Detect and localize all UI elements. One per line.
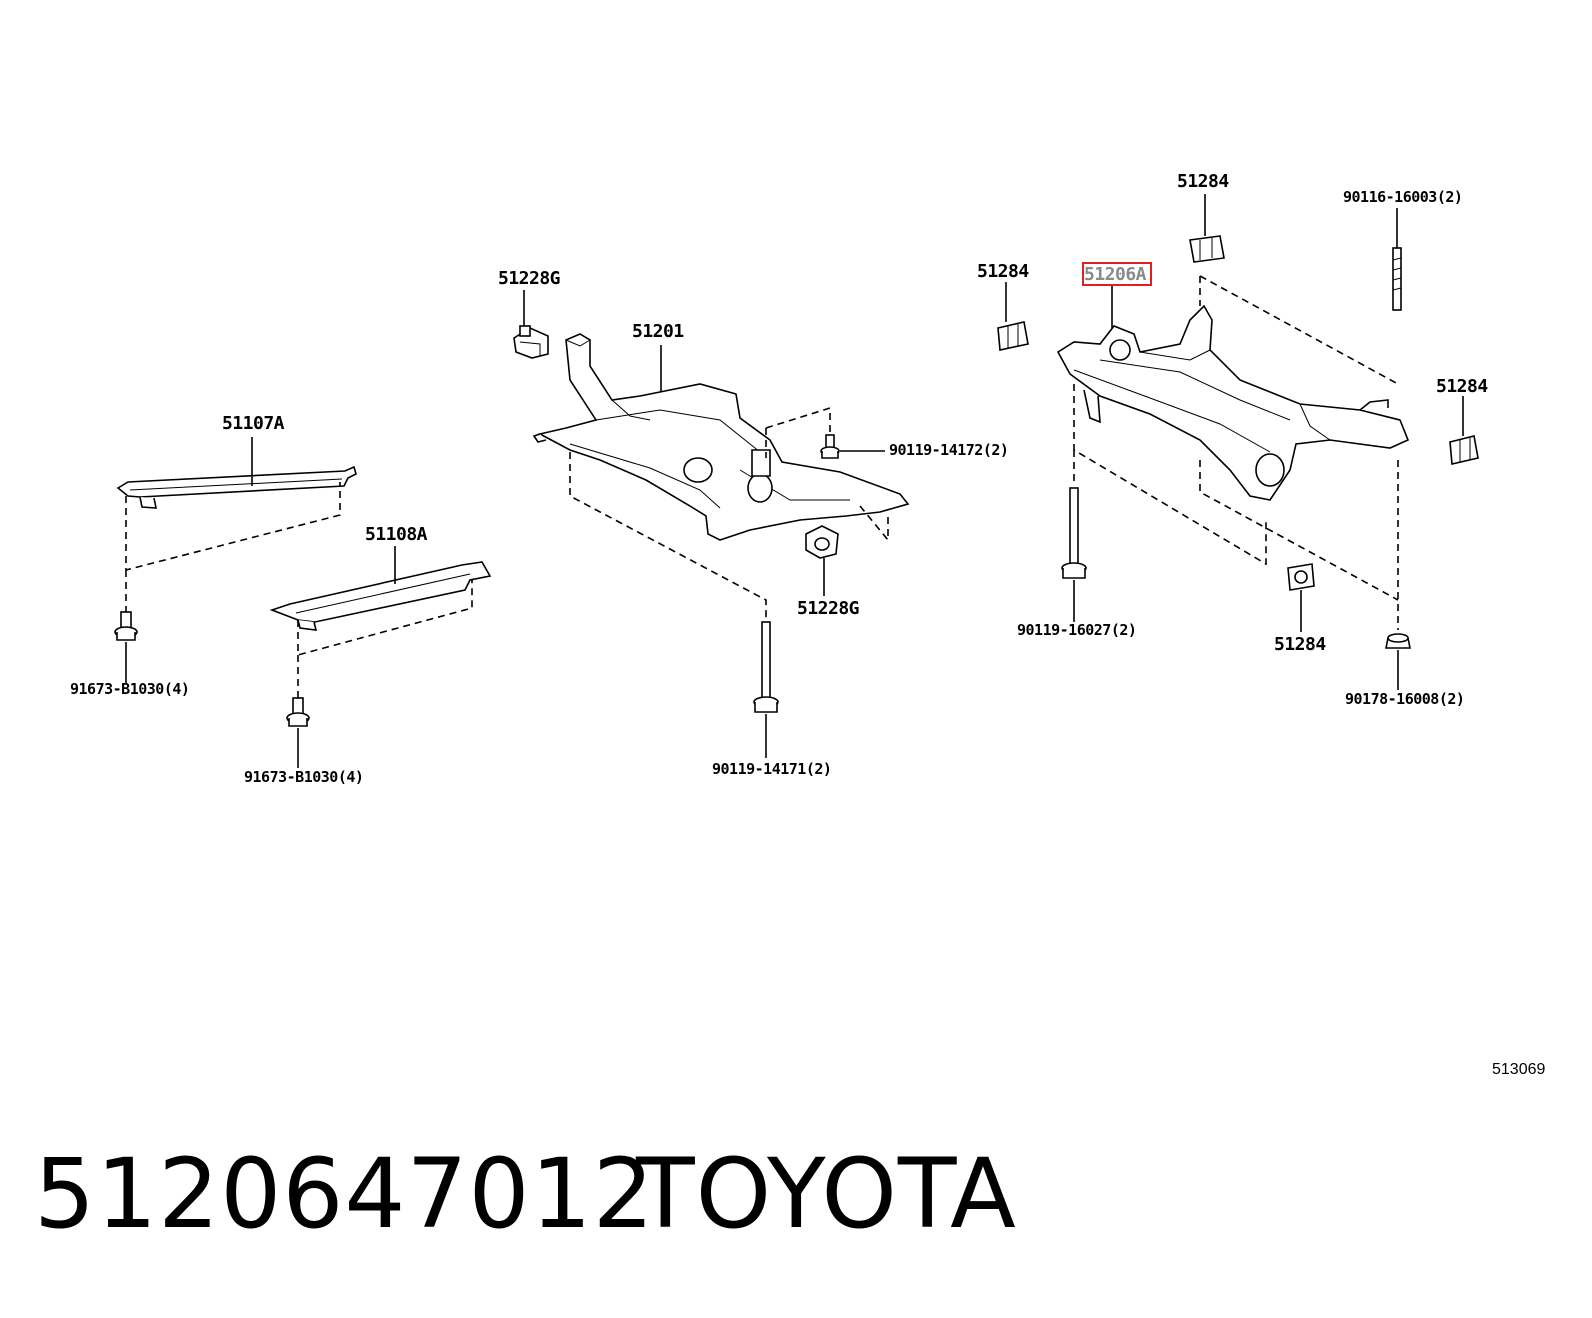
- clip-51284-left[interactable]: [997, 321, 1029, 351]
- nut-90178-16008[interactable]: [1385, 633, 1411, 649]
- stud-90116-16003[interactable]: [1392, 247, 1402, 311]
- bolt-91673-a[interactable]: [114, 611, 138, 641]
- label-90119-14171[interactable]: 90119-14171(2): [712, 760, 832, 778]
- highlight-box: [1082, 262, 1152, 286]
- label-90119-14172[interactable]: 90119-14172(2): [889, 441, 1009, 459]
- label-90178-16008[interactable]: 90178-16008(2): [1345, 690, 1465, 708]
- bolt-90119-16027[interactable]: [1061, 487, 1087, 579]
- clip-51284-top[interactable]: [1189, 235, 1225, 263]
- label-90116-16003[interactable]: 90116-16003(2): [1343, 188, 1463, 206]
- label-51206a[interactable]: 51206A: [1084, 264, 1147, 285]
- label-51201[interactable]: 51201: [632, 321, 684, 342]
- label-51284-top[interactable]: 51284: [1177, 171, 1229, 192]
- label-91673-b1030-a[interactable]: 91673-B1030(4): [70, 680, 190, 698]
- footer-brand: TOYOTA: [636, 1138, 1017, 1250]
- bar-51108a[interactable]: [269, 561, 492, 631]
- label-51107a[interactable]: 51107A: [222, 413, 285, 434]
- clip-51284-bottom[interactable]: [1287, 563, 1315, 591]
- label-91673-b1030-b[interactable]: 91673-B1030(4): [244, 768, 364, 786]
- crossmember-51201[interactable]: [532, 333, 910, 541]
- label-51284-right[interactable]: 51284: [1436, 376, 1488, 397]
- crossmember-51206a[interactable]: [1056, 304, 1410, 501]
- bushing-51228g-top[interactable]: [513, 325, 549, 359]
- label-51284-bottom[interactable]: 51284: [1274, 634, 1326, 655]
- label-90119-16027[interactable]: 90119-16027(2): [1017, 621, 1137, 639]
- bar-51107a[interactable]: [116, 465, 357, 509]
- diagram-code: 513069: [1492, 1061, 1546, 1078]
- clip-51284-right[interactable]: [1449, 435, 1479, 465]
- bolt-90119-14171[interactable]: [753, 621, 779, 713]
- label-51228g-bottom[interactable]: 51228G: [797, 598, 860, 619]
- label-51228g-top[interactable]: 51228G: [498, 268, 561, 289]
- label-51108a[interactable]: 51108A: [365, 524, 428, 545]
- label-51284-left[interactable]: 51284: [977, 261, 1029, 282]
- bolt-90119-14172[interactable]: [820, 434, 840, 459]
- bolt-91673-b[interactable]: [286, 697, 310, 727]
- footer-part-number: 5120647012: [34, 1138, 655, 1250]
- bushing-51228g-bottom[interactable]: [805, 525, 839, 559]
